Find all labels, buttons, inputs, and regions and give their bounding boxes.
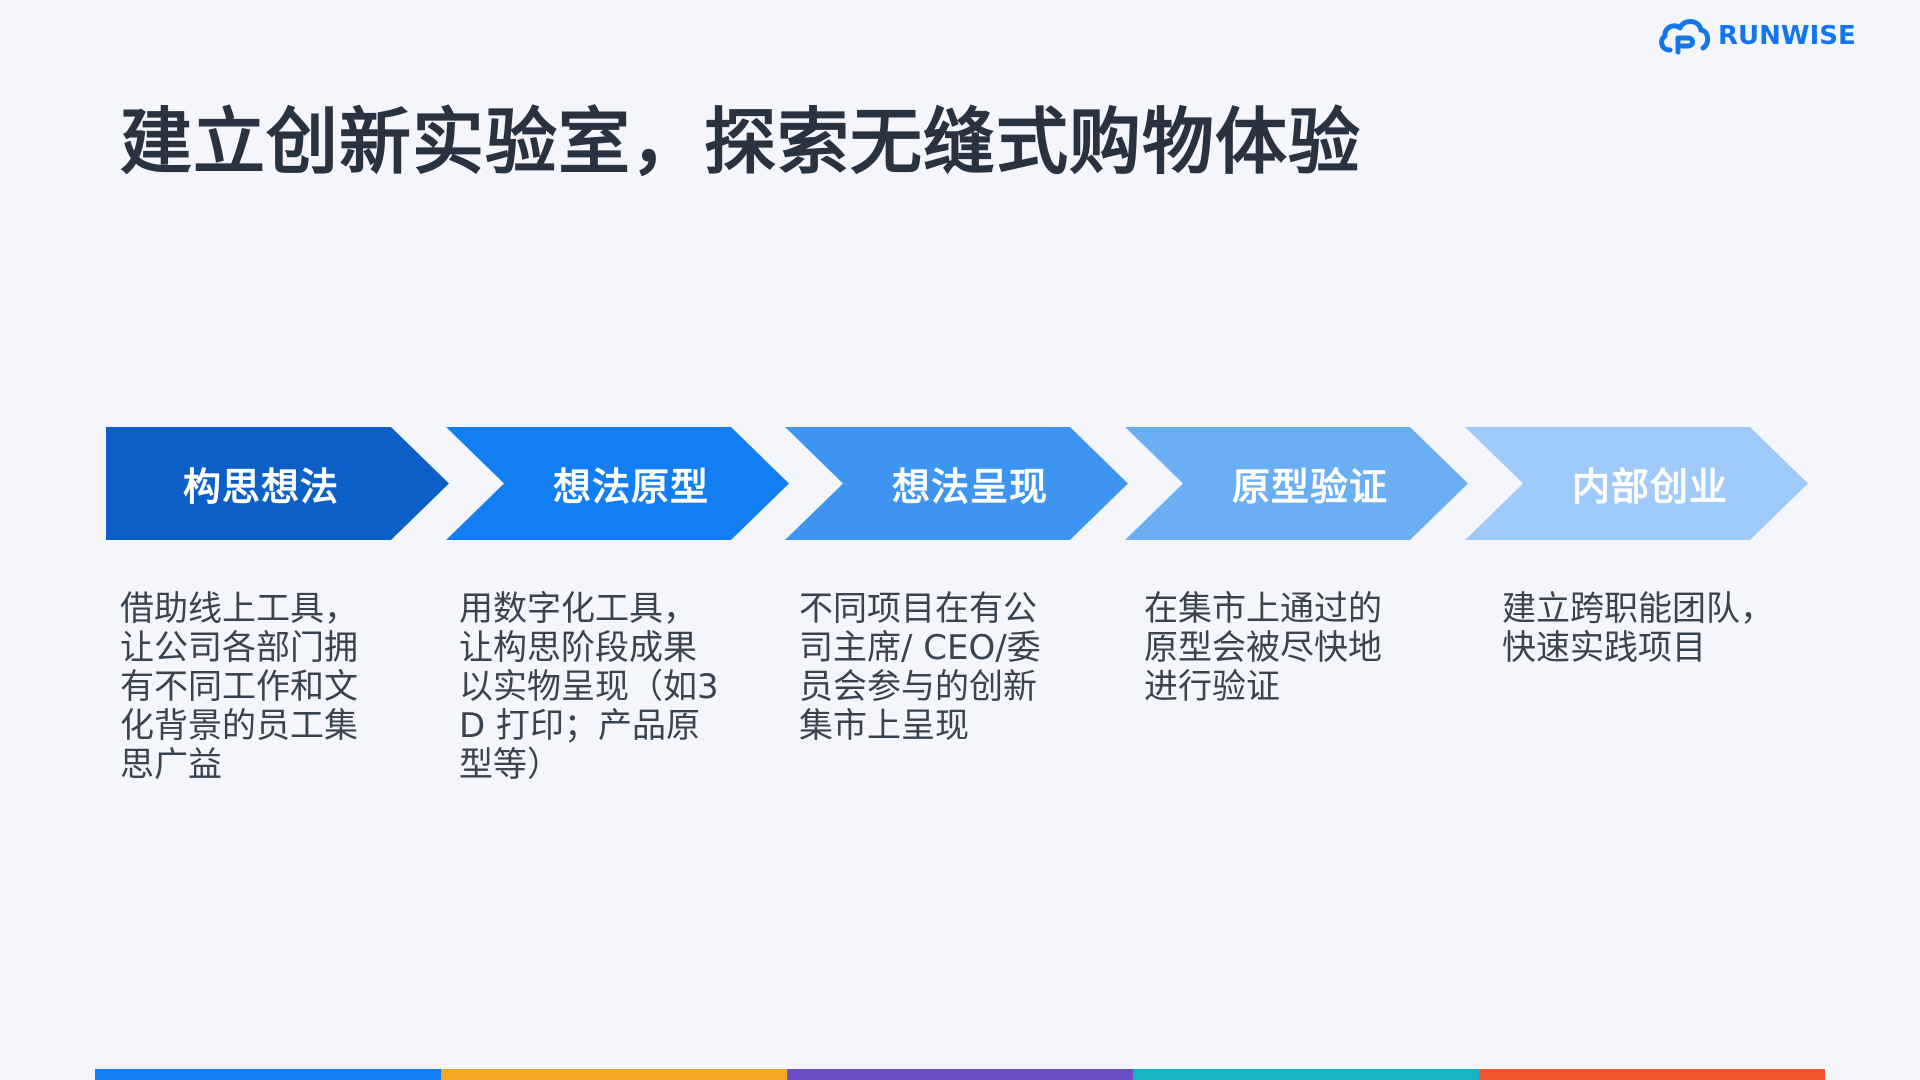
bottom-bar-segment-5 <box>1479 1069 1825 1080</box>
step-5-description: 建立跨职能团队，快速实践项目 <box>1502 589 1774 668</box>
step-4-label: 原型验证 <box>1231 465 1388 509</box>
step-5-chevron-shape <box>1465 427 1808 540</box>
cloud-logo-icon <box>1659 19 1711 55</box>
step-3-chevron: 想法呈现 <box>785 427 1128 540</box>
step-2-label: 想法原型 <box>552 465 709 509</box>
logo-text: RUNWISE <box>1718 21 1856 51</box>
step-1-chevron-shape <box>106 427 449 540</box>
step-4-chevron: 原型验证 <box>1125 427 1468 540</box>
runwise-logo: RUNWISE <box>1656 14 1856 58</box>
bottom-bar-segment-2 <box>441 1069 787 1080</box>
step-1-chevron: 构思想法 <box>106 427 449 540</box>
step-3-description: 不同项目在有公司主席/ CEO/委员会参与的创新集市上呈现 <box>799 589 1041 746</box>
step-3-label: 想法呈现 <box>891 465 1048 509</box>
bottom-bar-segment-4 <box>1133 1069 1479 1080</box>
step-4-description: 在集市上通过的原型会被尽快地进行验证 <box>1144 589 1382 707</box>
step-2-description: 用数字化工具，让构思阶段成果以实物呈现（如3D 打印；产品原型等） <box>459 589 719 785</box>
step-2-chevron: 想法原型 <box>446 427 789 540</box>
bottom-bar-segment-1 <box>95 1069 441 1080</box>
step-4-chevron-shape <box>1125 427 1468 540</box>
step-3-chevron-shape <box>785 427 1128 540</box>
step-5-label: 内部创业 <box>1571 465 1728 509</box>
step-5-chevron: 内部创业 <box>1465 427 1808 540</box>
step-1-label: 构思想法 <box>182 465 339 509</box>
bottom-bar-segment-3 <box>787 1069 1133 1080</box>
step-1-description: 借助线上工具，让公司各部门拥有不同工作和文化背景的员工集思广益 <box>120 589 358 785</box>
bottom-color-bar <box>95 1069 1825 1080</box>
step-2-chevron-shape <box>446 427 789 540</box>
page-title: 建立创新实验室，探索无缝式购物体验 <box>120 100 1362 184</box>
